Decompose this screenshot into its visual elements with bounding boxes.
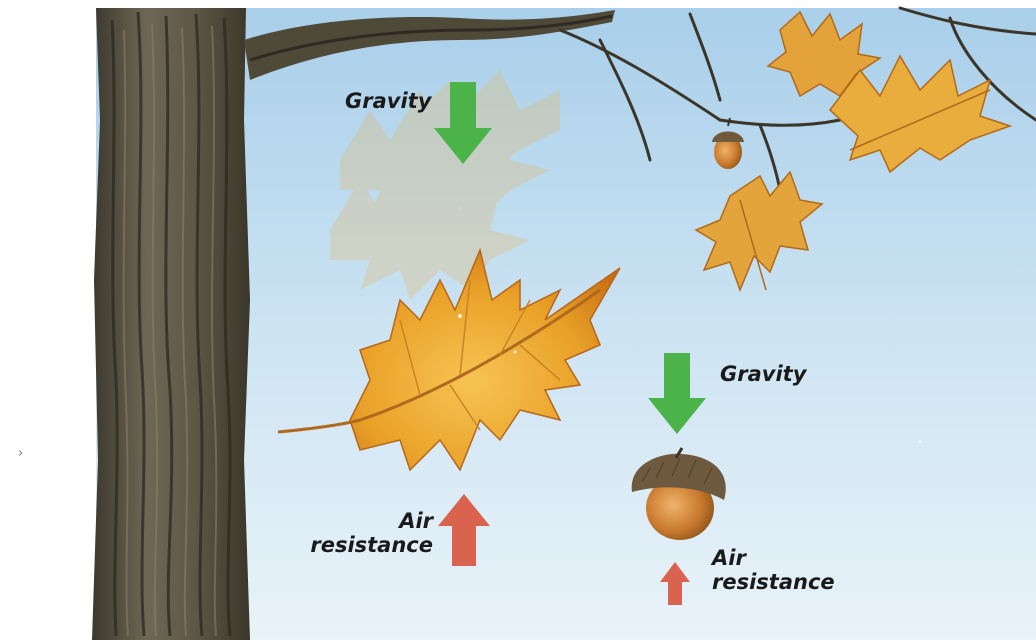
air-resistance-label-leaf: Air resistance bbox=[285, 509, 433, 557]
air-resistance-label-acorn-line1: Air bbox=[712, 546, 835, 570]
scan-mark: › bbox=[18, 446, 23, 461]
tree-trunk bbox=[92, 8, 250, 640]
air-resistance-label-leaf-line2: resistance bbox=[285, 533, 433, 557]
gravity-label-acorn: Gravity bbox=[720, 362, 806, 386]
gravity-label-leaf: Gravity bbox=[345, 89, 431, 113]
air-resistance-label-acorn-line2: resistance bbox=[712, 570, 835, 594]
air-resistance-label-acorn: Air resistance bbox=[712, 546, 835, 594]
air-resistance-label-leaf-line1: Air bbox=[285, 509, 433, 533]
